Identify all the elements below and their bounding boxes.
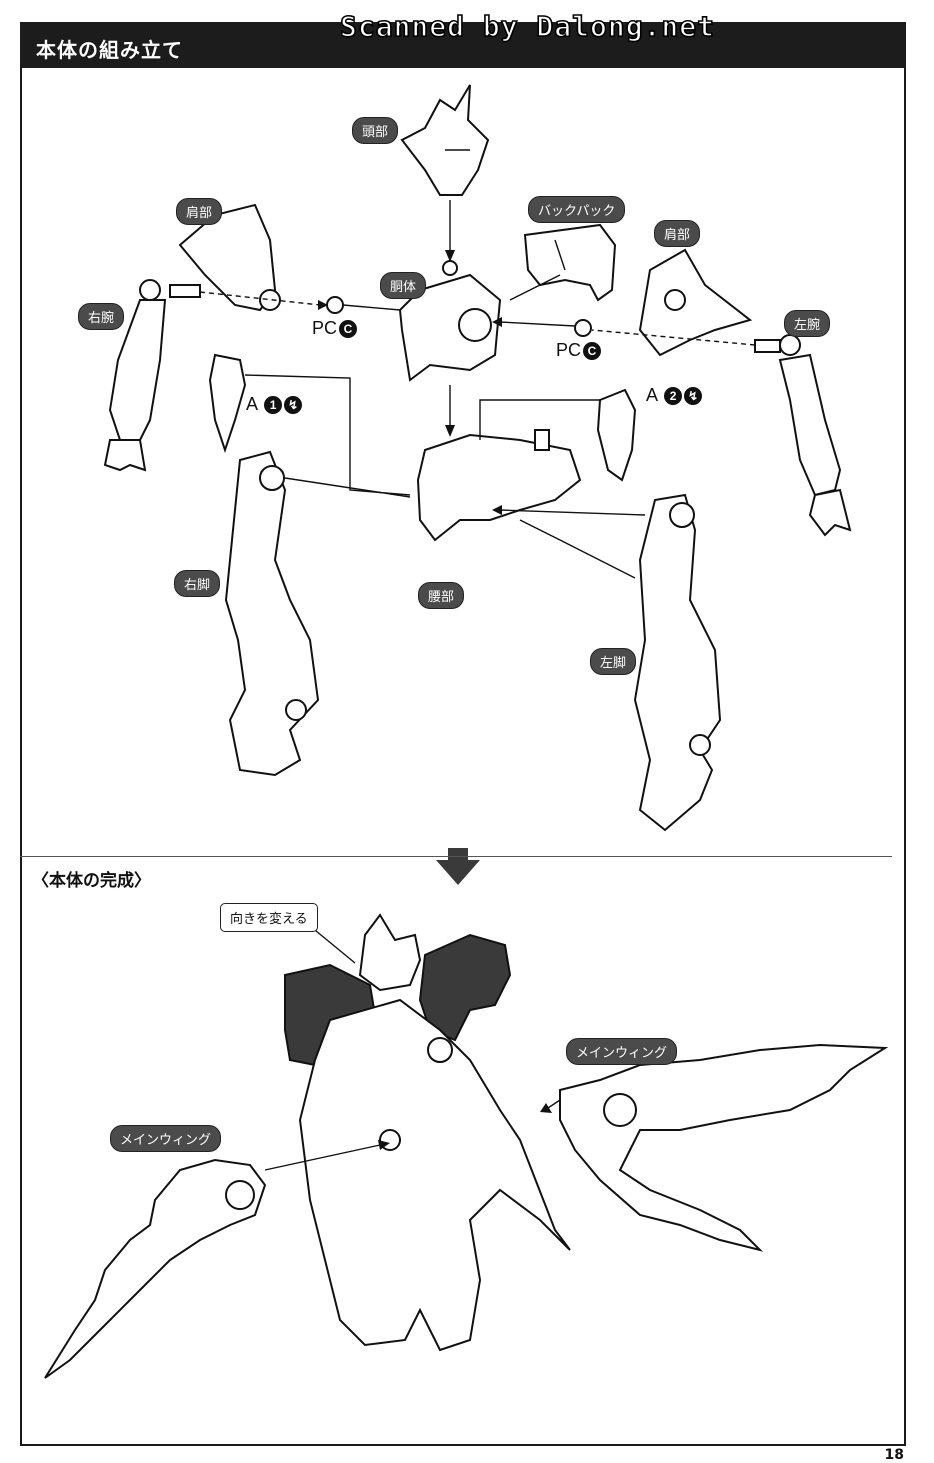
backpack-part bbox=[523, 223, 617, 302]
label-right-arm: 右腕 bbox=[78, 303, 125, 330]
runner-icon: ↯ bbox=[684, 387, 703, 406]
part-number-a2: 2 bbox=[664, 387, 683, 406]
left-leg-part bbox=[633, 493, 722, 832]
part-number-a1: 1 bbox=[264, 396, 283, 415]
label-shoulder-left: 肩部 bbox=[654, 220, 701, 247]
page-title: 本体の組み立て bbox=[36, 38, 183, 62]
label-left-leg: 左脚 bbox=[590, 648, 637, 675]
waist-part bbox=[416, 429, 636, 579]
label-main-wing-left: メインウィング bbox=[110, 1125, 222, 1152]
label-waist: 腰部 bbox=[418, 582, 465, 609]
watermark: Scanned by Dalong.net bbox=[339, 9, 716, 44]
head-part bbox=[400, 84, 490, 196]
right-arm-part bbox=[103, 279, 201, 472]
part-a2 bbox=[596, 388, 637, 482]
left-main-wing bbox=[44, 1158, 267, 1379]
label-backpack: バックパック bbox=[528, 196, 626, 223]
label-right-leg: 右脚 bbox=[174, 570, 221, 597]
page-number: 18 bbox=[884, 1447, 904, 1463]
completion-title: 〈本体の完成〉 bbox=[32, 871, 151, 891]
right-leg-part bbox=[224, 450, 320, 777]
pc-badge-left: C bbox=[583, 342, 602, 361]
down-arrow-icon bbox=[436, 848, 480, 885]
left-shoulder-part bbox=[638, 248, 753, 357]
completed-model bbox=[284, 913, 571, 1352]
runner-icon: ↯ bbox=[284, 396, 303, 415]
part-a1 bbox=[208, 353, 247, 454]
callout-rotate: 向きを変える bbox=[220, 903, 318, 932]
part-code-a2: A 2↯ bbox=[646, 385, 703, 406]
label-left-arm: 左腕 bbox=[784, 310, 831, 337]
label-head: 頭部 bbox=[352, 117, 399, 144]
part-code-a1: A 1↯ bbox=[246, 394, 303, 415]
right-main-wing bbox=[559, 1043, 889, 1252]
label-shoulder-right: 肩部 bbox=[176, 198, 223, 225]
label-torso: 胴体 bbox=[380, 272, 427, 299]
left-arm-part bbox=[754, 334, 852, 537]
torso-part bbox=[398, 260, 502, 382]
pc-badge-right: C bbox=[339, 320, 358, 339]
header-bar bbox=[20, 22, 906, 68]
section-divider bbox=[20, 856, 892, 857]
label-main-wing-right: メインウィング bbox=[566, 1038, 678, 1065]
right-shoulder-part bbox=[178, 203, 281, 312]
